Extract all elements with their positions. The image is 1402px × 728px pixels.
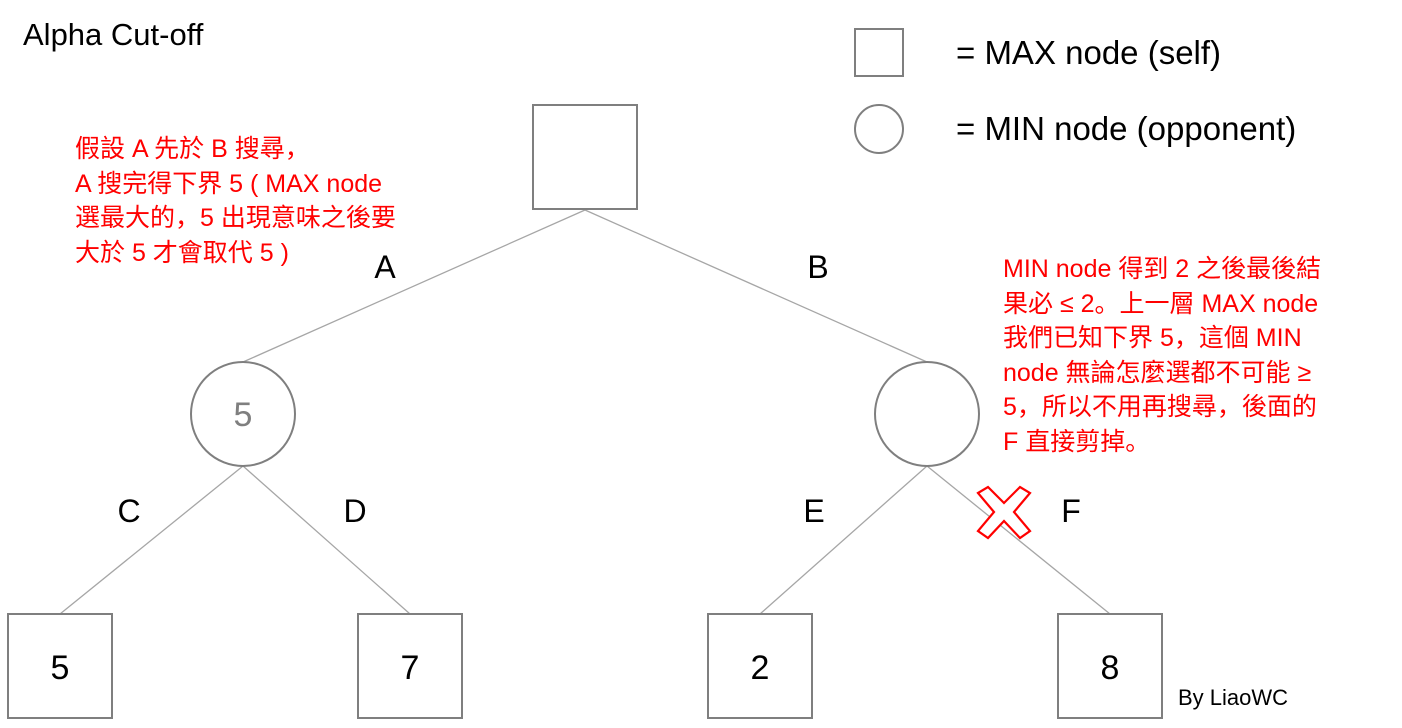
leaf-node-d bbox=[357, 613, 463, 719]
legend-max-label: = MAX node (self) bbox=[956, 34, 1222, 71]
leaf-node-f bbox=[1057, 613, 1163, 719]
edge-label-c: C bbox=[117, 493, 140, 529]
leaf-c-value: 5 bbox=[51, 649, 70, 687]
credit-text: By LiaoWC bbox=[1178, 685, 1289, 710]
edge-label-e: E bbox=[803, 493, 824, 529]
legend-max-square bbox=[854, 28, 904, 77]
leaf-node-c bbox=[7, 613, 113, 719]
min-left-value: 5 bbox=[234, 396, 253, 434]
cross-icon bbox=[976, 485, 1032, 540]
edge-a bbox=[242, 209, 586, 363]
min-node-right bbox=[874, 361, 980, 467]
leaf-e-value: 2 bbox=[751, 649, 770, 687]
legend-min-circle bbox=[854, 104, 904, 154]
edge-label-a: A bbox=[374, 249, 396, 285]
legend-min-label: = MIN node (opponent) bbox=[956, 110, 1297, 147]
leaf-f-value: 8 bbox=[1101, 649, 1120, 687]
min-node-left bbox=[190, 361, 296, 467]
note-right: MIN node 得到 2 之後最後結 果必 ≤ 2。上一層 MAX node … bbox=[1003, 255, 1322, 456]
edge-f bbox=[926, 465, 1111, 615]
edge-d bbox=[242, 465, 411, 615]
edge-label-f: F bbox=[1061, 493, 1081, 529]
root-max-node bbox=[532, 104, 638, 210]
edge-label-b: B bbox=[807, 249, 828, 285]
leaf-node-e bbox=[707, 613, 813, 719]
edge-b bbox=[584, 209, 928, 363]
note-left: 假設 A 先於 B 搜尋， A 搜完得下界 5 ( MAX node 選最大的，… bbox=[75, 135, 396, 267]
diagram-title: Alpha Cut-off bbox=[23, 17, 204, 52]
edge-e bbox=[759, 465, 928, 615]
leaf-d-value: 7 bbox=[401, 649, 420, 687]
edge-label-d: D bbox=[343, 493, 366, 529]
edge-c bbox=[59, 465, 244, 615]
